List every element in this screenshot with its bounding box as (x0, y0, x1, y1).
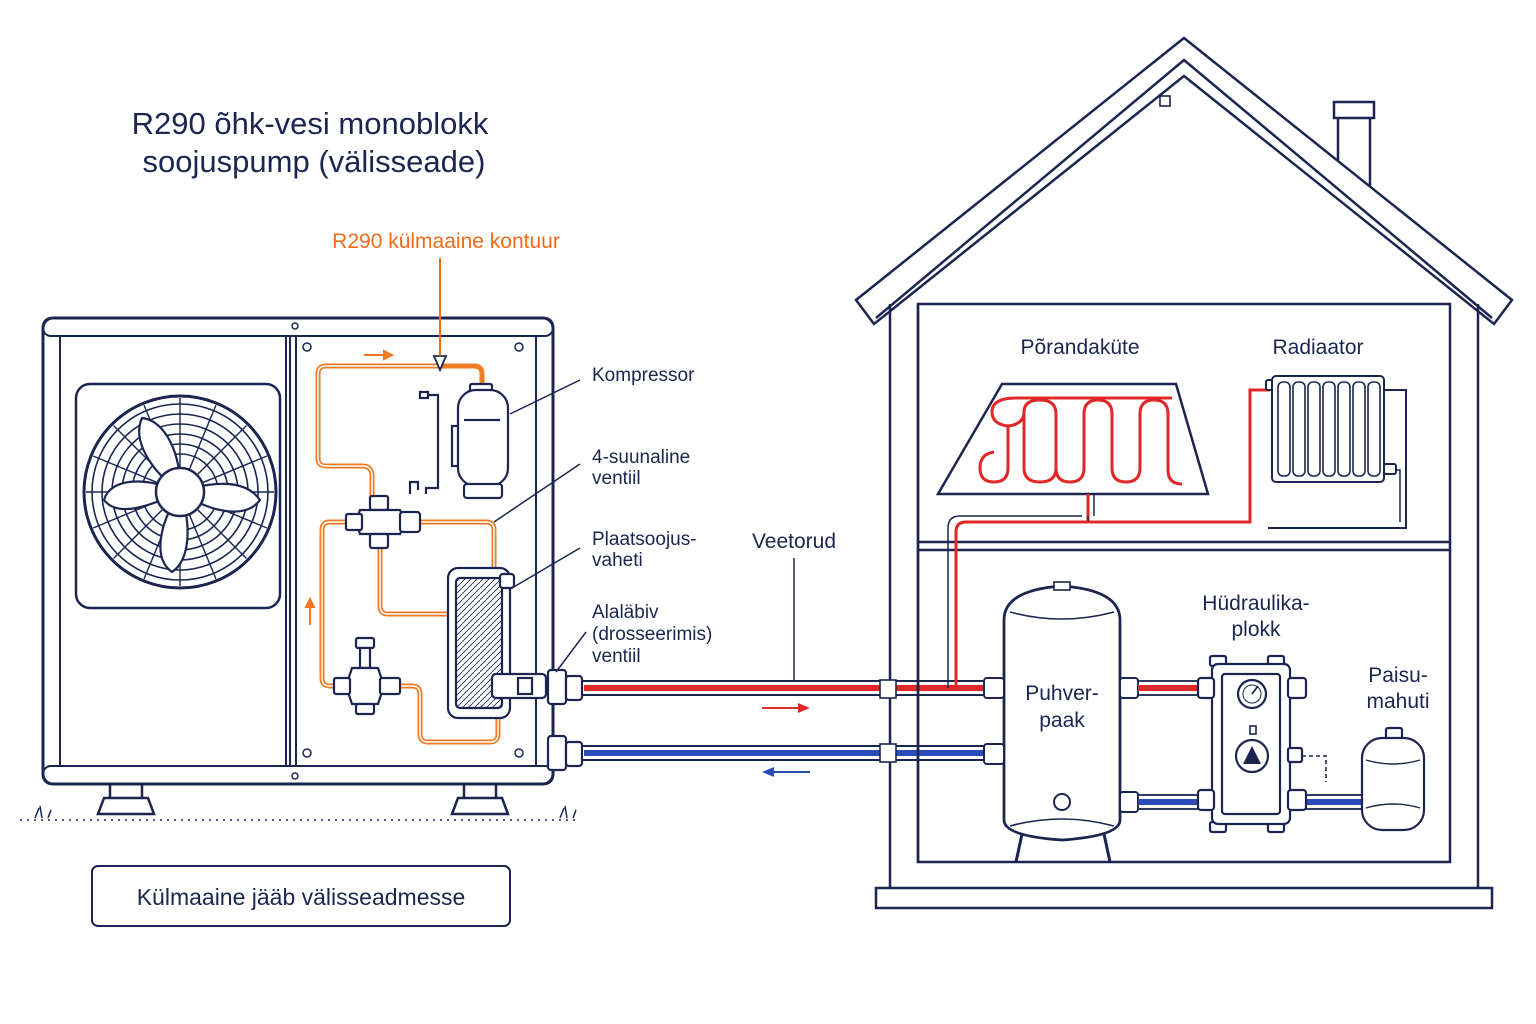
component-callouts (493, 379, 587, 673)
ground (20, 805, 580, 821)
compressor (408, 382, 510, 500)
outdoor-unit (41, 316, 584, 816)
buffer-tank-label-2: paak (1039, 709, 1085, 732)
expansion-vessel (1360, 726, 1426, 832)
four-way-valve-label-1: 4-suunaline (592, 447, 690, 468)
radiator (1265, 375, 1407, 529)
plate-heat-exchanger (446, 566, 548, 720)
flow-arrow-icon (304, 349, 395, 625)
expansion-vessel-label-2: mahuti (1366, 690, 1429, 713)
flow-arrow-icon (762, 703, 810, 777)
expansion-vessel-label-1: Paisu- (1368, 664, 1428, 687)
title-line-2: soojuspump (välisseade) (143, 144, 486, 179)
radiator-label: Radiaator (1272, 336, 1363, 359)
underfloor-heating (935, 382, 1270, 524)
internal-pipes (1137, 680, 1365, 810)
four-way-valve (344, 494, 422, 550)
note-box: Külmaaine jääb välisseadmesse (91, 865, 511, 927)
hydraulic-block-label-2: plokk (1231, 618, 1281, 641)
house (854, 36, 1514, 910)
unit-feet (96, 782, 510, 816)
buffer-tank (983, 581, 1139, 863)
plate-heat-exchanger-label-1: Plaatsoojus- (592, 529, 697, 550)
pressure-gauge-icon (1236, 678, 1268, 710)
unit-water-connections (546, 668, 584, 772)
expansion-valve-label-1: Alaläbiv (592, 602, 659, 623)
expansion-valve-label-2: (drosseerimis) (592, 624, 712, 645)
underfloor-heating-label: Põrandaküte (1020, 336, 1139, 359)
buffer-tank-label-1: Puhver- (1025, 682, 1099, 705)
plate-heat-exchanger-label-2: vaheti (592, 550, 643, 571)
water-pipes (581, 680, 987, 761)
expansion-valve (332, 636, 402, 716)
refrigerant-circuit-label: R290 külmaaine kontuur (332, 230, 560, 253)
compressor-label: Kompressor (592, 365, 695, 386)
note-text: Külmaaine jääb välisseadmesse (137, 884, 466, 910)
expansion-valve-label-3: ventiil (592, 646, 641, 667)
water-pipes-label: Veetorud (752, 530, 836, 553)
title-line-1: R290 õhk-vesi monoblokk (132, 106, 489, 141)
circulation-pump-icon (1234, 725, 1270, 774)
four-way-valve-label-2: ventiil (592, 468, 641, 489)
hydraulic-block-label-1: Hüdraulika- (1202, 592, 1309, 615)
fan-icon (74, 382, 282, 610)
